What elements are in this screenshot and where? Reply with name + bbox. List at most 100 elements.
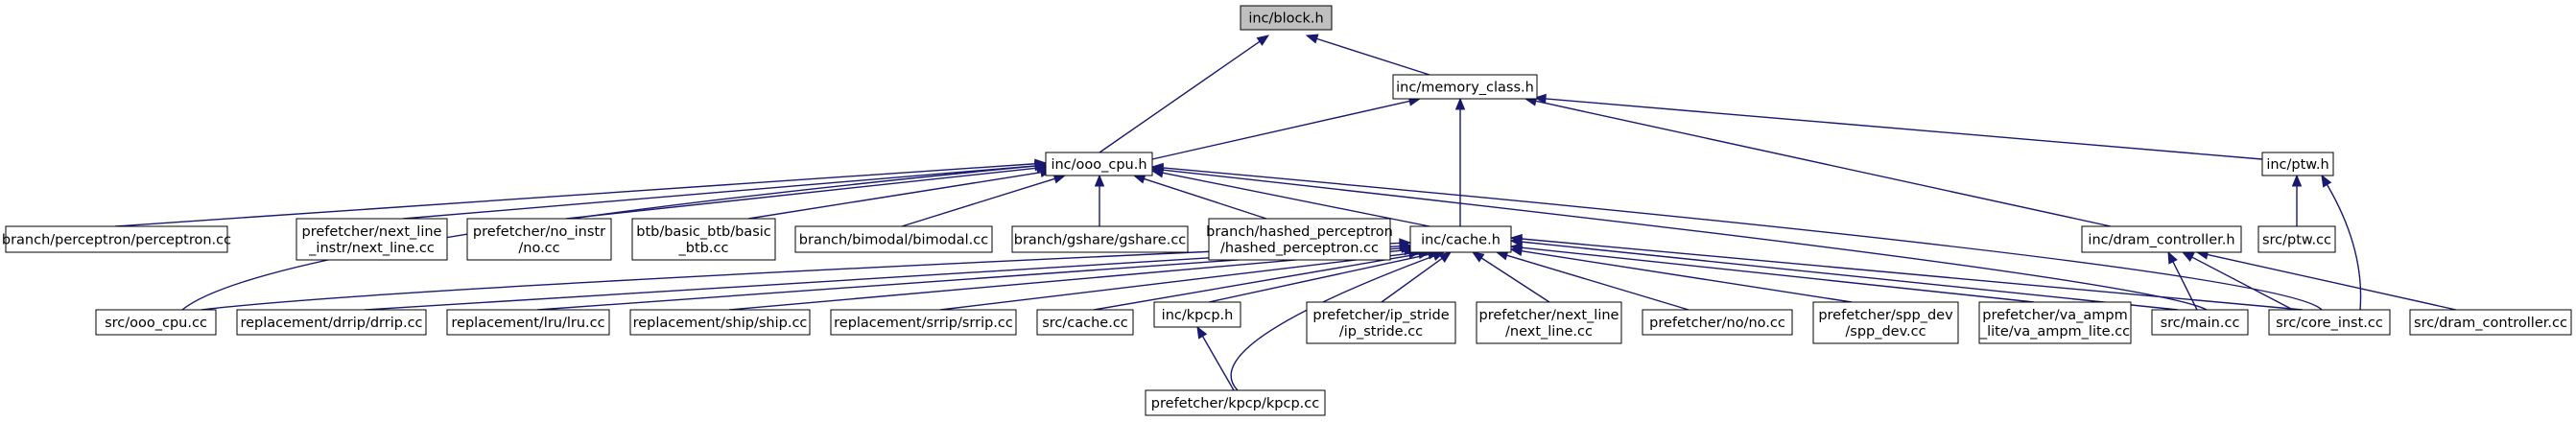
node-label: branch/bimodal/bimodal.cc [799, 233, 988, 248]
edge-line [1099, 40, 1261, 153]
edge-arrowhead [2181, 251, 2195, 262]
node-label: /spp_dev.cc [1845, 324, 1926, 340]
edge-ptw_h-to-memory_class [1533, 93, 2263, 160]
node-drrip[interactable]: replacement/drrip/drrip.cc [236, 309, 427, 336]
node-next-line[interactable]: prefetcher/next_line/next_line.cc [1476, 301, 1622, 344]
edge-line [1521, 241, 2179, 311]
node-bimodal[interactable]: branch/bimodal/bimodal.cc [794, 225, 993, 253]
node-box [631, 218, 776, 261]
edge-arrowhead [2291, 174, 2303, 187]
node-cache-cc[interactable]: src/cache.cc [1036, 309, 1134, 336]
node-ooo-cpu-h[interactable]: inc/ooo_cpu.h [1045, 152, 1153, 176]
node-label: inc/ooo_cpu.h [1051, 157, 1146, 173]
node-box [794, 225, 993, 253]
node-label: prefetcher/spp_dev [1818, 308, 1953, 323]
edge-core_inst-to-ooo_cpu_h [1150, 162, 2323, 311]
node-box [446, 309, 610, 336]
node-dram-controller-h[interactable]: inc/dram_controller.h [2081, 225, 2242, 253]
node-box [1392, 74, 1538, 100]
edge-ip_stride-to-cache_h [1381, 251, 1453, 303]
edge-line [1201, 336, 1235, 391]
node-ooo-cpu-cc[interactable]: src/ooo_cpu.cc [95, 309, 217, 336]
edge-ptw_cc-to-ptw_h [2291, 174, 2303, 226]
node-basic-btb[interactable]: btb/basic_btb/basic_btb.cc [631, 218, 776, 261]
node-dram-controller-cc[interactable]: src/dram_controller.cc [2409, 309, 2572, 336]
edge-arrowhead [2167, 250, 2178, 265]
node-kpcp-h[interactable]: inc/kpcp.h [1153, 301, 1241, 328]
node-hashed-perceptron[interactable]: branch/hashed_perceptron/hashed_perceptr… [1206, 218, 1393, 261]
node-ship[interactable]: replacement/ship/ship.cc [629, 309, 811, 336]
node-label: prefetcher/ip_stride [1312, 308, 1449, 323]
node-box [236, 309, 427, 336]
edge-line [1144, 177, 1267, 220]
node-no-no[interactable]: prefetcher/no/no.cc [1642, 309, 1793, 336]
edge-arrowhead [1454, 97, 1466, 110]
node-lru[interactable]: replacement/lru/lru.cc [446, 309, 610, 336]
edge-line [1230, 255, 1434, 391]
node-kpcp-cc[interactable]: prefetcher/kpcp/kpcp.cc [1145, 389, 1326, 416]
edge-line [901, 177, 1055, 227]
edge-line [1521, 246, 2035, 303]
edge-line [1506, 254, 1690, 311]
node-perceptron[interactable]: branch/perceptron/perceptron.cc [2, 225, 231, 253]
edge-line [402, 165, 1036, 220]
node-box [1978, 301, 2132, 344]
edge-line [747, 172, 1042, 220]
node-cache-h[interactable]: inc/cache.h [1409, 225, 1512, 253]
edge-hashed_perceptron-to-ooo_cpu_h [1132, 174, 1267, 220]
edge-ooo_cpu_h-to-block [1099, 35, 1270, 153]
edge-arrowhead [1094, 174, 1105, 187]
node-box [2268, 309, 2391, 336]
node-label: /hashed_perceptron.cc [1220, 241, 1379, 256]
node-label: src/core_inst.cc [2276, 316, 2383, 331]
node-box [830, 309, 1017, 336]
node-label: replacement/ship/ship.cc [633, 316, 808, 331]
node-box [2081, 225, 2242, 253]
edge-line [1521, 249, 1853, 303]
node-label: prefetcher/next_line [1479, 308, 1619, 323]
node-box [1045, 152, 1153, 176]
edge-spp_dev-to-cache_h [1509, 246, 1853, 303]
edge-arrowhead [1533, 93, 1547, 105]
node-no-instr[interactable]: prefetcher/no_instr/no.cc [466, 218, 612, 261]
node-spp-dev[interactable]: prefetcher/spp_dev/spp_dev.cc [1812, 301, 1959, 344]
node-label: /ip_stride.cc [1339, 324, 1423, 340]
node-gshare[interactable]: branch/gshare/gshare.cc [1011, 225, 1189, 253]
node-block[interactable]: inc/block.h [1240, 5, 1333, 31]
edge-line [1151, 100, 1410, 160]
node-ptw-cc[interactable]: src/ptw.cc [2257, 225, 2336, 253]
node-va-ampm[interactable]: prefetcher/va_ampm_lite/va_ampm_lite.cc [1978, 301, 2132, 344]
edge-arrowhead [1438, 251, 1453, 263]
node-main-cc[interactable]: src/main.cc [2151, 309, 2249, 336]
node-box [1476, 301, 1622, 344]
edge-arrowhead [2321, 174, 2332, 188]
node-label: prefetcher/va_ampm [1982, 308, 2127, 323]
edge-line [1381, 257, 1443, 303]
node-ptw-h[interactable]: inc/ptw.h [2261, 152, 2334, 176]
edge-line [1162, 169, 2208, 311]
nodes-layer: inc/block.h inc/memory_class.h inc/ooo_cpu… [2, 5, 2572, 416]
node-label: inc/dram_controller.h [2088, 233, 2234, 248]
node-label: prefetcher/kpcp/kpcp.cc [1151, 396, 1319, 411]
edge-dram_controller_h-to-memory_class [1524, 96, 2112, 227]
edge-line [1162, 167, 2323, 311]
node-next-line-instr[interactable]: prefetcher/next_line_instr/next_line.cc [295, 218, 448, 261]
edge-core_inst-to-ptw_h [2321, 174, 2362, 311]
edge-arrowhead [1509, 233, 1523, 245]
node-label: replacement/srrip/srrip.cc [834, 316, 1013, 331]
node-label: _btb.cc [678, 241, 729, 256]
node-memory-class[interactable]: inc/memory_class.h [1392, 74, 1538, 100]
node-label: src/main.cc [2161, 316, 2240, 331]
node-srrip[interactable]: replacement/srrip/srrip.cc [830, 309, 1017, 336]
node-core-inst[interactable]: src/core_inst.cc [2268, 309, 2391, 336]
edge-bimodal-to-ooo_cpu_h [901, 174, 1067, 227]
node-ip-stride[interactable]: prefetcher/ip_stride/ip_stride.cc [1306, 301, 1456, 344]
edge-line [1480, 257, 1550, 303]
node-box [1642, 309, 1793, 336]
node-label: prefetcher/no_instr [473, 224, 605, 240]
edge-arrowhead [1196, 325, 1208, 340]
node-box [1240, 5, 1333, 31]
edge-gshare-to-ooo_cpu_h [1094, 174, 1105, 226]
edge-core_inst-to-dram_controller_h [2181, 251, 2294, 311]
node-label: branch/hashed_perceptron [1206, 224, 1393, 240]
